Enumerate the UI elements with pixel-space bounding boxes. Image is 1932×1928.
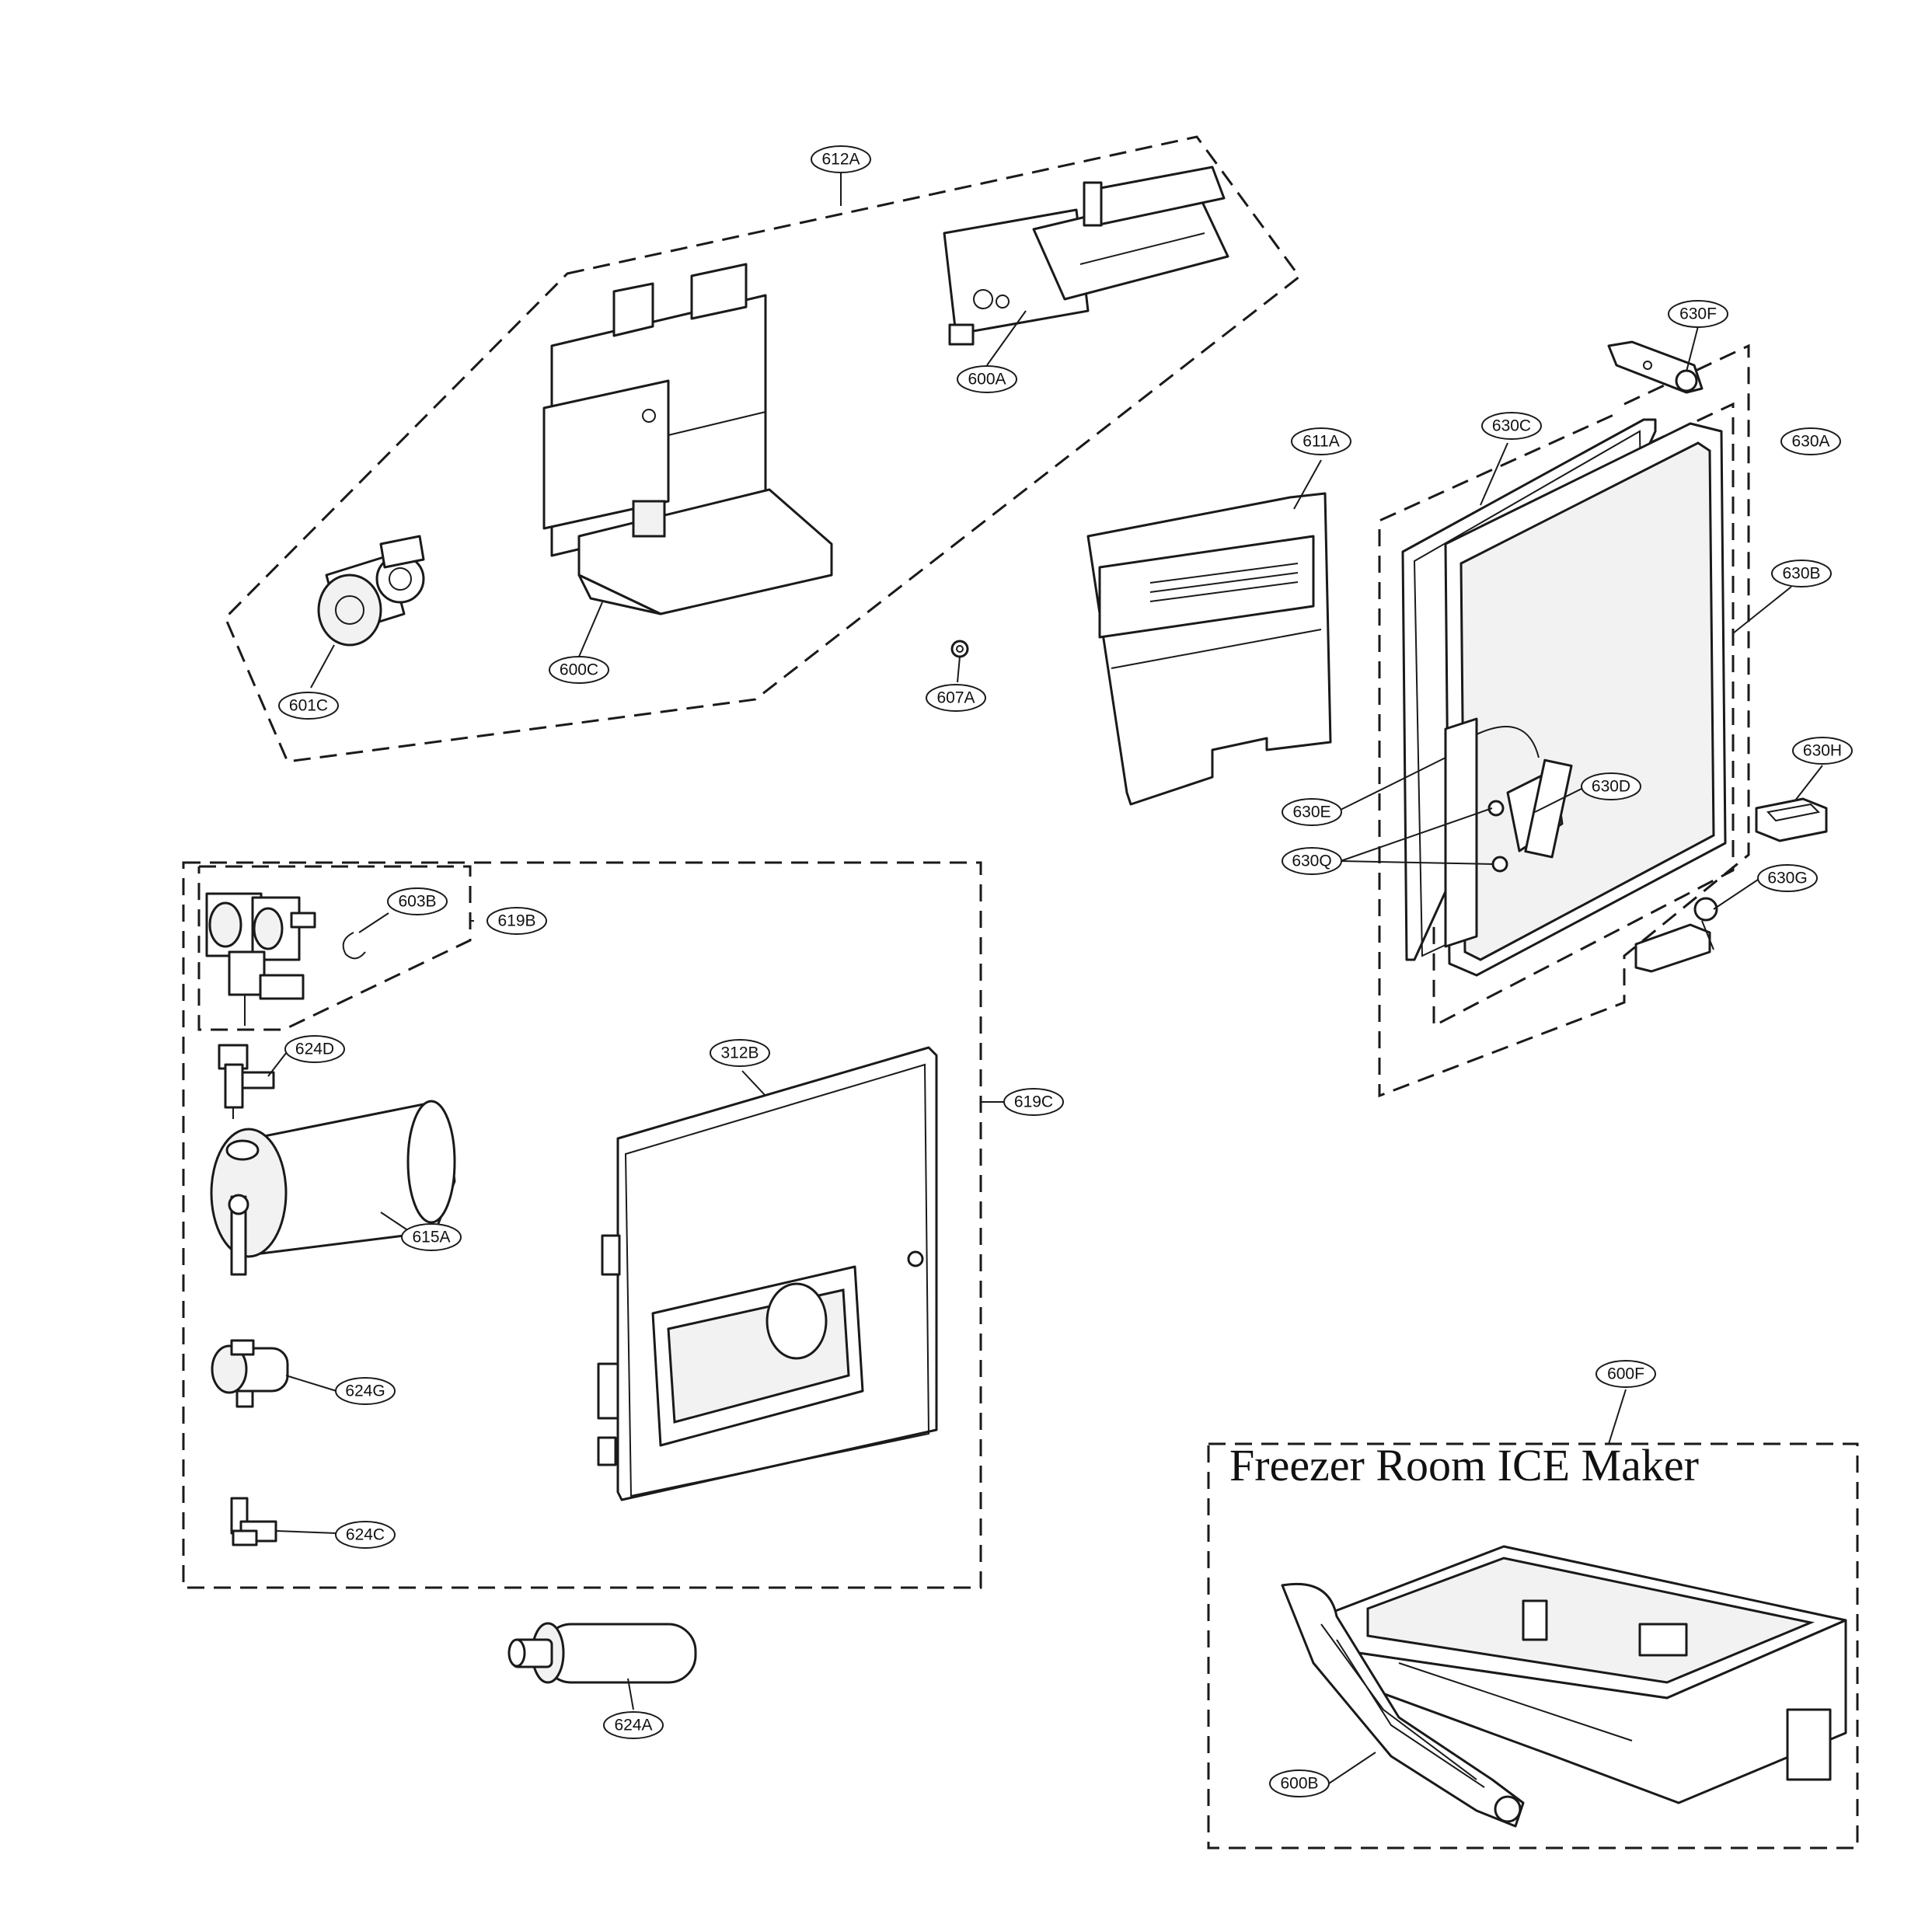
latch-630H-drawing [1755, 797, 1828, 842]
group-630A-boundary [1378, 343, 1750, 1098]
elbow-624G-drawing [211, 1339, 289, 1408]
leader-624C [275, 1530, 337, 1534]
group-612A-boundary [224, 135, 1302, 763]
callout-603B: 603B [387, 887, 448, 915]
svg-text:600A: 600A [968, 371, 1006, 389]
filter-615A-drawing [210, 1100, 456, 1276]
group-619B-boundary [197, 865, 472, 1031]
leader-630H [1794, 765, 1823, 801]
svg-text:630C: 630C [1492, 417, 1531, 435]
callout-630F: 630F [1668, 300, 1728, 328]
svg-text:630Q: 630Q [1292, 852, 1331, 870]
callout-619B: 619B [486, 907, 547, 935]
svg-text:612A: 612A [821, 151, 860, 169]
clip-603B-drawing [342, 932, 366, 960]
leader-624A [627, 1678, 634, 1710]
door-630B-drawing [1401, 418, 1727, 977]
svg-text:630A: 630A [1791, 433, 1829, 451]
callout-600A: 600A [957, 365, 1017, 393]
svg-text:624C: 624C [346, 1526, 385, 1544]
leader-603B [358, 912, 389, 933]
callout-615A: 615A [401, 1223, 462, 1251]
hinge-630G-drawing [1634, 897, 1718, 973]
callout-624C: 624C [335, 1521, 396, 1549]
svg-text:630F: 630F [1679, 305, 1717, 323]
svg-text:624D: 624D [295, 1041, 334, 1058]
motor-601C-drawing [317, 535, 425, 647]
callout-611A: 611A [1291, 427, 1351, 455]
callout-600F: 600F [1595, 1360, 1656, 1388]
svg-text:600F: 600F [1607, 1365, 1644, 1383]
valve-619B-drawing [205, 892, 316, 1026]
svg-text:624A: 624A [614, 1717, 652, 1735]
leader-630E [1340, 757, 1446, 811]
callout-619C: 619C [1003, 1088, 1064, 1116]
callout-630E: 630E [1282, 798, 1342, 826]
svg-text:603B: 603B [398, 893, 436, 911]
leader-600C [578, 601, 603, 657]
svg-text:619C: 619C [1014, 1093, 1053, 1111]
leader-630B [1732, 586, 1792, 634]
icemaker-600A-drawing [943, 166, 1229, 346]
svg-text:630D: 630D [1592, 778, 1630, 796]
bypass-624A-drawing [507, 1622, 697, 1684]
callout-612A: 612A [811, 145, 871, 173]
leader-600F [1608, 1389, 1627, 1445]
leader-312B [741, 1070, 766, 1096]
callout-630G: 630G [1757, 864, 1818, 892]
group-619C-boundary [182, 861, 982, 1589]
icemaker-600B-drawing [1281, 1545, 1847, 1828]
svg-text:630H: 630H [1803, 742, 1842, 760]
leader-630G [1713, 877, 1761, 910]
leader-624G [285, 1375, 337, 1392]
svg-text:630B: 630B [1782, 565, 1820, 583]
callout-630D: 630D [1581, 772, 1641, 800]
callout-600B: 600B [1269, 1769, 1330, 1797]
leader-630D [1534, 788, 1582, 813]
svg-text:600B: 600B [1280, 1775, 1318, 1793]
callout-630C: 630C [1481, 412, 1542, 440]
svg-text:615A: 615A [412, 1229, 450, 1246]
leader-611A [1293, 459, 1322, 510]
svg-text:607A: 607A [936, 689, 975, 707]
svg-text:611A: 611A [1303, 433, 1340, 451]
leader-600B [1328, 1752, 1376, 1784]
leader-630Q-a [1340, 807, 1493, 862]
group-600F-boundary [1207, 1442, 1859, 1850]
svg-text:624G: 624G [345, 1382, 385, 1400]
bracket-600C-drawing [542, 263, 833, 615]
svg-text:600C: 600C [560, 661, 598, 679]
callout-607A: 607A [926, 684, 986, 712]
svg-text:630G: 630G [1767, 870, 1807, 887]
leader-630F [1686, 326, 1699, 372]
leader-630C [1480, 442, 1508, 506]
callout-630H: 630H [1792, 737, 1853, 765]
callout-630B: 630B [1771, 560, 1832, 587]
svg-text:630E: 630E [1292, 804, 1330, 821]
panel-312B-drawing [597, 1046, 938, 1501]
callout-630A: 630A [1780, 427, 1841, 455]
svg-text:601C: 601C [289, 697, 328, 715]
callout-624D: 624D [284, 1035, 345, 1063]
hinge-630F-drawing [1607, 340, 1704, 394]
callout-601C: 601C [278, 692, 339, 720]
leader-601C [310, 644, 335, 689]
svg-text:619B: 619B [497, 912, 535, 930]
screw-607A-drawing [950, 640, 969, 658]
svg-text:312B: 312B [720, 1044, 759, 1062]
freezer-icemaker-title: Freezer Room ICE Maker [1229, 1440, 1699, 1490]
leader-607A [957, 656, 961, 683]
callout-312B: 312B [710, 1039, 770, 1067]
callout-600C: 600C [549, 656, 609, 684]
leader-624D [267, 1048, 290, 1077]
callout-630Q: 630Q [1282, 847, 1342, 875]
fitting-624D-drawing [218, 1044, 275, 1119]
callout-624G: 624G [335, 1377, 396, 1405]
leader-600A [986, 310, 1027, 366]
fitting-624C-drawing [230, 1497, 277, 1546]
cover-611A-drawing [1086, 492, 1332, 806]
callout-624A: 624A [603, 1711, 664, 1739]
leader-630Q-b [1340, 860, 1494, 865]
